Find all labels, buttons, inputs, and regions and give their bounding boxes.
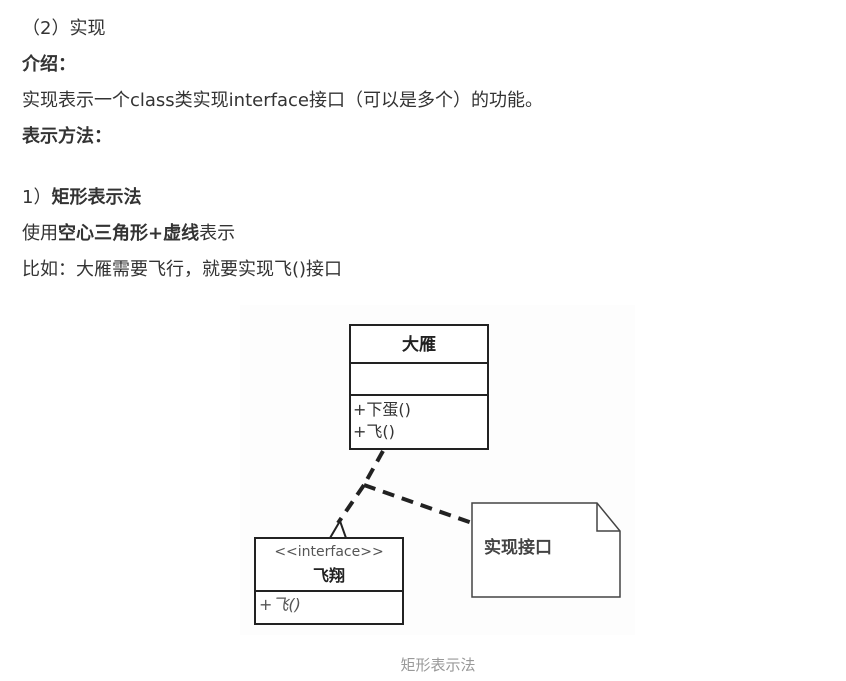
usage-bold: 空心三角形+虚线 xyxy=(58,223,200,244)
interface-stereotype: <<interface>> xyxy=(274,544,383,560)
realization-dashed-line xyxy=(328,450,473,539)
class-name: 大雁 xyxy=(402,334,436,355)
uml-diagram-image: 大雁 +下蛋() +飞() <<interface>> 飞翔 +飞() 实现接口 xyxy=(240,305,635,635)
interface-name: 飞翔 xyxy=(313,566,345,585)
note-box: 实现接口 xyxy=(471,502,621,598)
example-line: 比如：大雁需要飞行，就要实现飞()接口 xyxy=(22,259,343,280)
class-box: 大雁 +下蛋() +飞() xyxy=(349,324,489,450)
method-label: 表示方法： xyxy=(22,126,112,147)
intro-text: 实现表示一个class类实现interface接口（可以是多个）的功能。 xyxy=(22,90,543,111)
method1-prefix: 1） xyxy=(22,187,52,208)
usage-prefix: 使用 xyxy=(22,223,58,244)
intro-label: 介绍： xyxy=(22,54,76,75)
class-method: +飞() xyxy=(353,422,395,441)
note-text: 实现接口 xyxy=(484,537,552,558)
figure-caption: 矩形表示法 xyxy=(400,656,476,674)
interface-method: +飞() xyxy=(259,595,301,614)
class-method: +下蛋() xyxy=(353,400,411,419)
section-title: （2）实现 xyxy=(22,18,106,39)
method1-heading: 1）矩形表示法 xyxy=(22,186,141,210)
hollow-triangle-icon xyxy=(328,518,348,539)
usage-line: 使用空心三角形+虚线表示 xyxy=(22,222,235,246)
interface-box: <<interface>> 飞翔 +飞() xyxy=(254,537,404,625)
usage-suffix: 表示 xyxy=(199,223,236,244)
method1-title: 矩形表示法 xyxy=(51,187,142,208)
